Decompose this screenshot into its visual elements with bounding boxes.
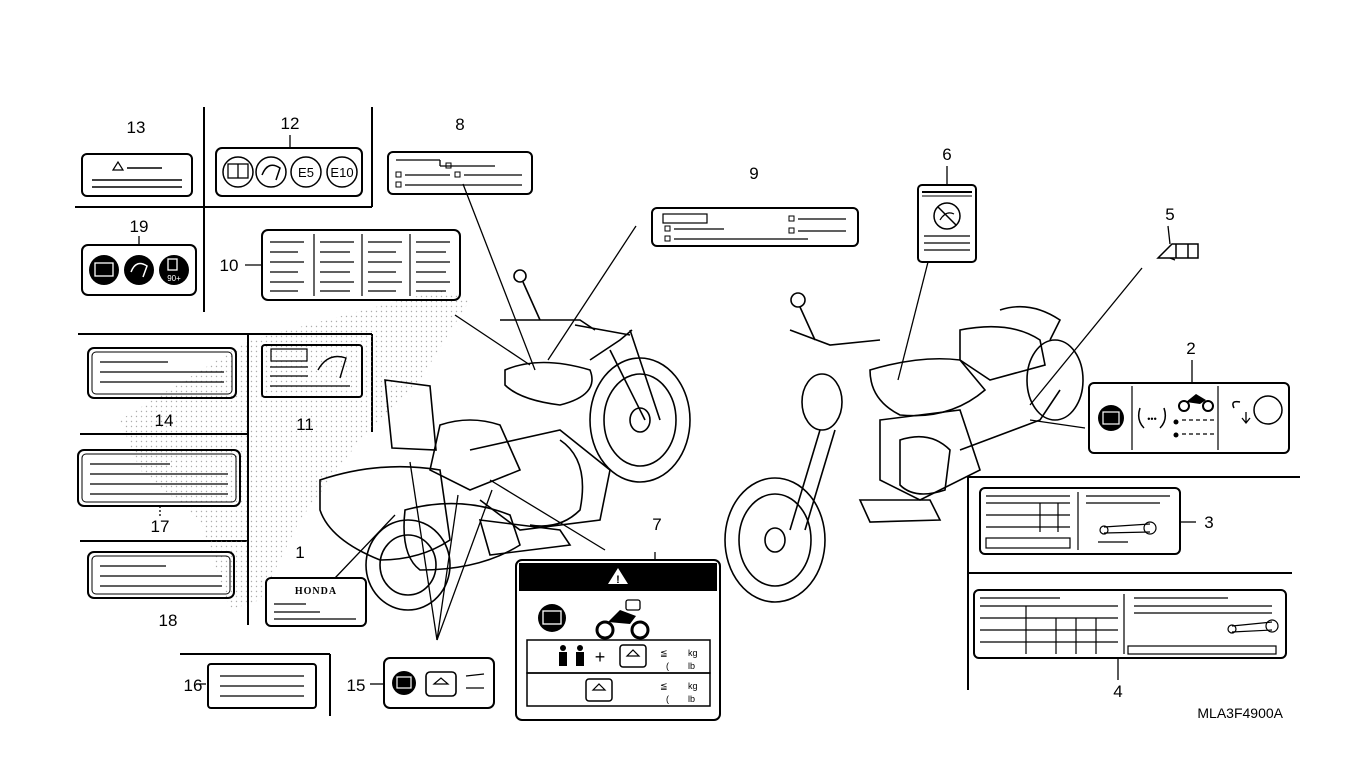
label-8 xyxy=(387,151,533,195)
label-9 xyxy=(651,207,859,247)
label-3 xyxy=(979,487,1181,555)
label-16 xyxy=(207,663,317,709)
label-12: E5 E10 xyxy=(215,147,363,197)
fuel-nozzle-icon xyxy=(255,156,287,188)
e5-icon xyxy=(290,156,322,188)
prohibition-icon xyxy=(933,202,961,230)
svg-text:kg: kg xyxy=(688,681,698,691)
motorcycle-icon xyxy=(595,599,650,640)
callout-numbers: 1 2 3 4 5 6 7 8 9 10 11 12 13 14 15 16 1… xyxy=(127,114,1214,701)
honda-text: HONDA xyxy=(295,586,337,597)
manual-icon xyxy=(392,671,416,695)
svg-text:(: ( xyxy=(666,694,669,704)
mirror-icon xyxy=(1253,395,1283,425)
callout-9: 9 xyxy=(749,164,758,183)
callout-17: 17 xyxy=(151,517,170,536)
luggage-icon xyxy=(425,671,457,697)
callout-7: 7 xyxy=(652,515,661,534)
label-17 xyxy=(77,449,241,507)
manual-icon xyxy=(222,156,254,188)
svg-text:kg: kg xyxy=(688,648,698,658)
label-6 xyxy=(917,184,977,263)
label-14 xyxy=(87,347,237,399)
e5-text: E5 xyxy=(298,165,314,180)
luggage-icon xyxy=(619,644,647,668)
leader-lines xyxy=(138,135,1196,685)
callout-14: 14 xyxy=(155,411,174,430)
callout-4: 4 xyxy=(1113,682,1122,701)
manual-icon xyxy=(1098,405,1124,431)
label-15 xyxy=(383,657,495,709)
callout-3: 3 xyxy=(1204,513,1213,532)
label-13 xyxy=(81,153,193,197)
label-2: ••• xyxy=(1088,382,1290,454)
motorcycle-icon xyxy=(1178,394,1214,412)
label-11 xyxy=(261,344,363,398)
e10-icon xyxy=(326,156,358,188)
tire-pressure-icon xyxy=(1137,407,1167,429)
callout-19: 19 xyxy=(130,217,149,236)
chain-icon xyxy=(1103,523,1151,534)
diagram-code: MLA3F4900A xyxy=(1197,705,1283,721)
dotted-region xyxy=(120,290,470,610)
callout-6: 6 xyxy=(942,145,951,164)
callout-12: 12 xyxy=(281,114,300,133)
svg-text:≦: ≦ xyxy=(660,648,668,658)
callout-2: 2 xyxy=(1186,339,1195,358)
label-10 xyxy=(261,229,461,301)
warning-mark: ! xyxy=(616,574,620,586)
luggage-icon xyxy=(585,678,613,702)
label-5 xyxy=(1156,243,1199,259)
callout-15: 15 xyxy=(347,676,366,695)
callout-10: 10 xyxy=(220,256,239,275)
svg-text:+: + xyxy=(595,647,606,667)
svg-text:lb: lb xyxy=(688,694,695,704)
label-7: ! + ≦ kg ( lb ≦ kg ( lb xyxy=(515,559,721,721)
manual-icon xyxy=(538,604,566,632)
callout-11: 11 xyxy=(296,415,314,434)
motorcycle-right-view xyxy=(724,292,1084,603)
svg-text:•••: ••• xyxy=(1147,414,1156,424)
callout-5: 5 xyxy=(1165,205,1174,224)
manual-icon xyxy=(89,255,119,285)
passenger-icons xyxy=(559,645,584,666)
chain-icon xyxy=(1231,621,1273,633)
callout-8: 8 xyxy=(455,115,464,134)
svg-text:(: ( xyxy=(666,661,669,671)
callout-13: 13 xyxy=(127,118,146,137)
callout-1: 1 xyxy=(295,543,304,562)
callout-18: 18 xyxy=(159,611,178,630)
svg-text:≦: ≦ xyxy=(660,681,668,691)
label-19: 90+ xyxy=(81,244,197,296)
warning-triangle-icon xyxy=(608,568,628,584)
label-1: HONDA xyxy=(265,577,367,627)
label-4 xyxy=(973,589,1287,659)
svg-text:lb: lb xyxy=(688,661,695,671)
motorcycle-left-view xyxy=(319,269,691,611)
callout-16: 16 xyxy=(184,676,203,695)
octane-text: 90+ xyxy=(167,274,181,283)
label-18 xyxy=(87,551,235,599)
fuel-nozzle-icon xyxy=(124,255,154,285)
e10-text: E10 xyxy=(330,165,353,180)
